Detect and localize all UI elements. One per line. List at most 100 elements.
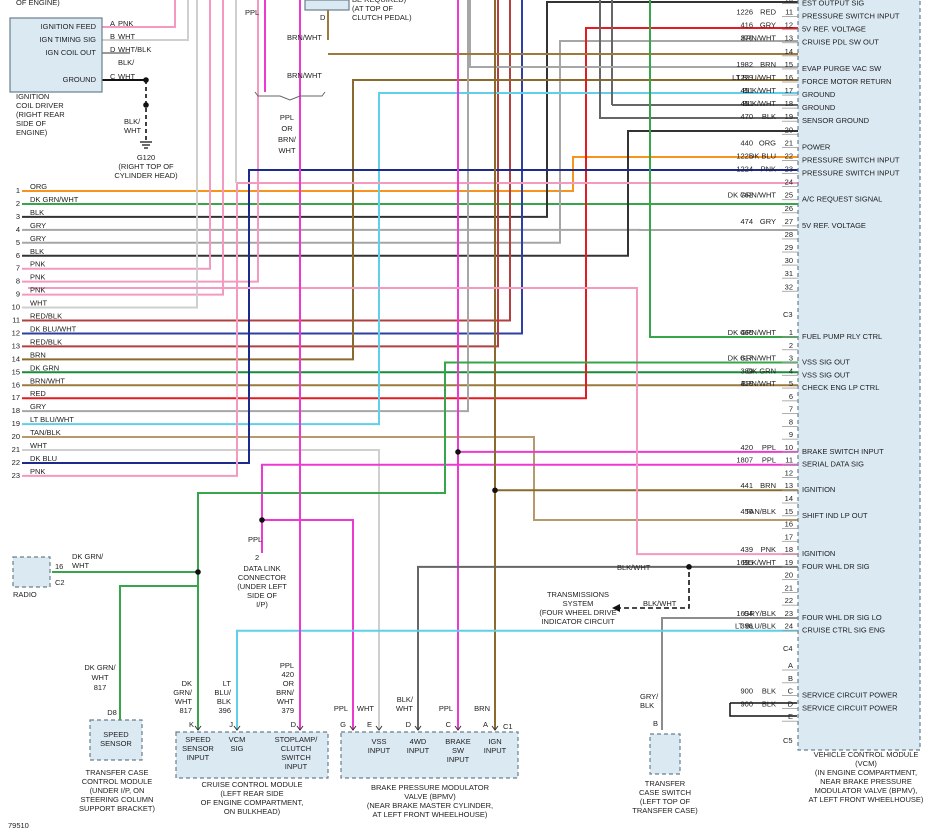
vcm-c3-pin-pin: 28 bbox=[785, 230, 793, 239]
harness-row-color: BLK bbox=[30, 208, 44, 217]
diagram-id: 79510 bbox=[8, 821, 29, 830]
tcase-sensor-wire: 817 bbox=[94, 683, 107, 692]
vcm-c4-pin-pin: 10 bbox=[785, 443, 793, 452]
transfer-sensor-box bbox=[89, 719, 143, 761]
wire-harness-19 bbox=[22, 92, 798, 426]
ccm-title: OF ENGINE COMPARTMENT, bbox=[201, 798, 304, 807]
vcm-c3-pin-func: 5V REF. VOLTAGE bbox=[802, 221, 866, 230]
vcm-c5-pin-color: BLK bbox=[762, 687, 776, 696]
clutch-switch-pin: D bbox=[320, 13, 326, 22]
vcm-location: (IN ENGINE COMPARTMENT, bbox=[815, 768, 917, 777]
harness-row-color: GRY bbox=[30, 402, 46, 411]
ccm-wire-label: 379 bbox=[281, 706, 294, 715]
vcm-c3-pin-circuit: 1982 bbox=[736, 60, 753, 69]
vcm-c4-pin-pin: 11 bbox=[785, 456, 793, 465]
radio-connector: C2 bbox=[55, 578, 65, 587]
ccm-wire-label: PPL bbox=[280, 661, 294, 670]
trans-text: (FOUR WHEEL DRIVE bbox=[539, 608, 616, 617]
wire-harness-1 bbox=[22, 156, 798, 192]
tcase-module-title: (UNDER I/P, ON bbox=[90, 786, 145, 795]
coil-pin-wire: WHT bbox=[118, 32, 135, 41]
coil-title: COIL DRIVER bbox=[16, 101, 64, 110]
coil-ground-wire: WHT bbox=[124, 126, 141, 135]
vcm-c4-pin-func: FOUR WHL DR SIG bbox=[802, 562, 870, 571]
tcase-module-title: SUPPORT BRACKET) bbox=[79, 804, 155, 813]
wire-c4-11 bbox=[261, 463, 798, 553]
vcm-c3-pin-circuit: 416 bbox=[740, 21, 753, 30]
vcm-c3-pin-func: SENSOR GROUND bbox=[802, 116, 870, 125]
ccm-wire-label: 396 bbox=[218, 706, 231, 715]
vcm-c4-pin-pin: 9 bbox=[789, 430, 793, 439]
vcm-c3-pin-pin: 32 bbox=[785, 282, 793, 291]
component-layer bbox=[9, 0, 921, 779]
vcm-c3-pin-func: POWER bbox=[802, 142, 831, 151]
coil-ground-wire: BLK/ bbox=[124, 117, 141, 126]
vcm-c4-pin-pin: 7 bbox=[789, 405, 793, 414]
vcm-c3-pin-func: 5V REF. VOLTAGE bbox=[802, 25, 866, 34]
bpmv-wire-label: WHT bbox=[396, 704, 413, 713]
vcm-c3-label: C3 bbox=[783, 310, 793, 319]
harness-row-color: BRN bbox=[30, 350, 46, 359]
transfer-switch-box bbox=[649, 733, 681, 775]
coil-pin-letter: C bbox=[110, 72, 116, 81]
vcm-c4-pin-pin: 17 bbox=[785, 532, 793, 541]
vcm-c3-pin-color: LT BLU/WHT bbox=[732, 73, 776, 82]
vcm-c3-pin-func: FORCE MOTOR RETURN bbox=[802, 77, 891, 86]
vcm-c5-pin-circuit: 900 bbox=[740, 699, 753, 708]
dlc-pin: 2 bbox=[255, 553, 259, 562]
coil-top-text: OF ENGINE) bbox=[16, 0, 60, 7]
vcm-c3-pin-pin: 10 bbox=[785, 0, 793, 4]
harness-row-color: TAN/BLK bbox=[30, 428, 61, 437]
harness-row-color: RED/BLK bbox=[30, 312, 62, 321]
harness-row-color: BLK bbox=[30, 247, 44, 256]
vcm-c4-pin-pin: 23 bbox=[785, 609, 793, 618]
vcm-c4-pin-color: BLK/WHT bbox=[743, 558, 777, 567]
harness-row-color: WHT bbox=[30, 441, 47, 450]
ccm-title: ON BULKHEAD) bbox=[224, 807, 281, 816]
harness-row-number: 7 bbox=[16, 264, 20, 273]
vcm-c3-pin-circuit: 379 bbox=[740, 34, 753, 43]
vcm-c3-pin-color: BRN bbox=[760, 60, 776, 69]
vcm-c3-pin-pin: 21 bbox=[785, 138, 793, 147]
harness-row-color: ORG bbox=[30, 182, 47, 191]
ccm-wire-label: DK bbox=[182, 679, 192, 688]
wire-harness-11 bbox=[22, 0, 511, 322]
vcm-c3-pin-pin: 26 bbox=[785, 204, 793, 213]
ccm-title: CRUISE CONTROL MODULE bbox=[202, 780, 303, 789]
vcm-c3-pin-pin: 14 bbox=[785, 47, 793, 56]
tcase-switch-wire: GRY/ bbox=[640, 692, 659, 701]
trans-text: TRANSMISSIONS bbox=[547, 590, 609, 599]
tcase-switch-pin: B bbox=[653, 719, 658, 728]
vcm-c3-pin-func: GROUND bbox=[802, 103, 836, 112]
vcm-c4-pin-func: IGNITION bbox=[802, 549, 835, 558]
harness-row-color: PNK bbox=[30, 467, 45, 476]
harness-row-number: 17 bbox=[12, 393, 20, 402]
ccm-input-label: INPUT bbox=[285, 762, 308, 771]
vcm-c4-pin-pin: 21 bbox=[785, 583, 793, 592]
vcm-c3-pin-color: DK GRN/WHT bbox=[728, 191, 777, 200]
vcm-c3-pin-func: PRESSURE SWITCH INPUT bbox=[802, 169, 900, 178]
wire-harness-17 bbox=[22, 27, 798, 400]
vcm-c4-pin-pin: 24 bbox=[785, 622, 793, 631]
bpmv-pin-letter: D bbox=[406, 720, 412, 729]
tcase-switch-title: TRANSFER CASE) bbox=[632, 806, 698, 815]
harness-row-number: 11 bbox=[12, 316, 20, 325]
ccm-wire-label: BLU/ bbox=[214, 688, 232, 697]
vcm-c5-pin-pin: E bbox=[788, 712, 793, 721]
vcm-c3-pin-color: GRY bbox=[760, 21, 776, 30]
bpmv-title: BRAKE PRESSURE MODULATOR bbox=[371, 783, 490, 792]
radio-wire-label: WHT bbox=[72, 561, 89, 570]
wire-gry-15 bbox=[469, 0, 798, 68]
vcm-c4-pin-color: LT BLU/BLK bbox=[735, 622, 776, 631]
vcm-c3-pin-circuit: 470 bbox=[740, 112, 753, 121]
ccm-wire-label: BLK bbox=[217, 697, 231, 706]
vcm-c4-pin-circuit: 420 bbox=[740, 443, 753, 452]
vcm-c4-pin-func: CRUISE CTRL SIG ENG bbox=[802, 626, 885, 635]
bpmv-wire-label: PPL bbox=[334, 704, 348, 713]
ccm-pin-letter: J bbox=[229, 720, 233, 729]
vcm-c3-pin-pin: 17 bbox=[785, 86, 793, 95]
harness-row-color: DK BLU bbox=[30, 454, 57, 463]
bpmv-pin-letter: E bbox=[367, 720, 372, 729]
wire-harness-21 bbox=[22, 449, 380, 730]
vcm-c3-pin-circuit: 474 bbox=[740, 217, 753, 226]
